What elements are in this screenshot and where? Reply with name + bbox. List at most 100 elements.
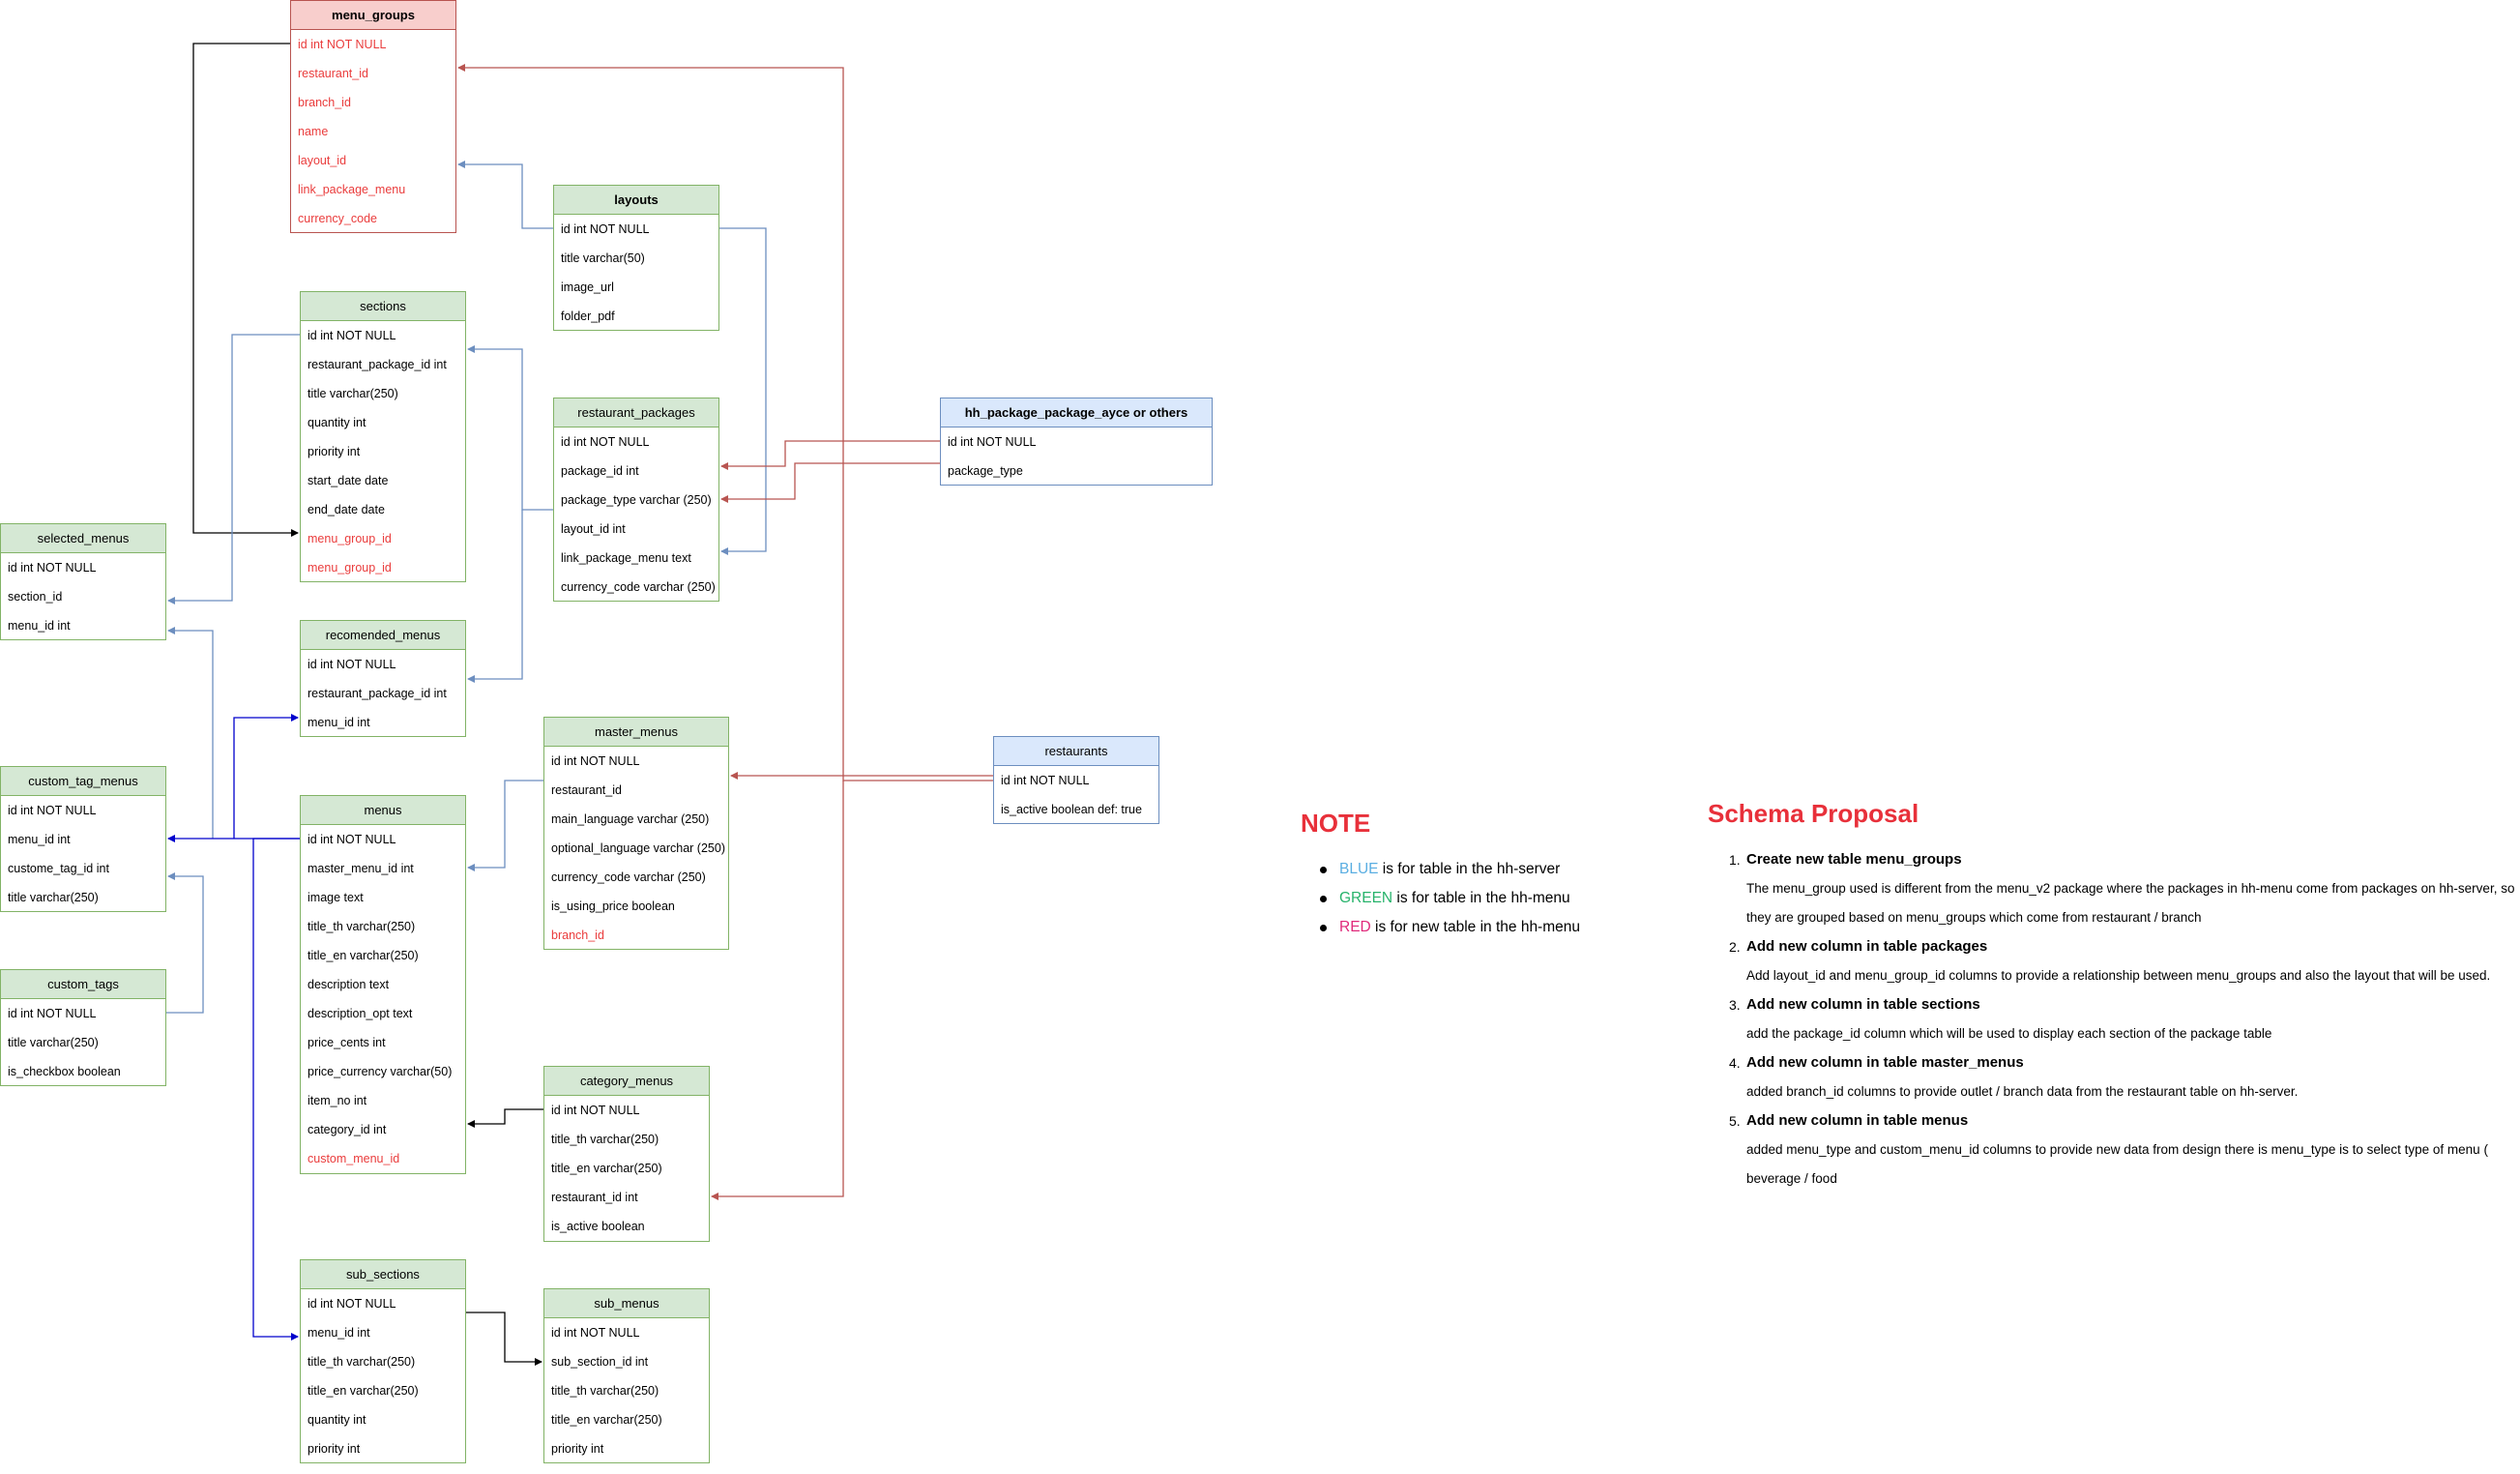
note-keyword: BLUE [1339,861,1379,877]
table-menu-groups[interactable]: menu_groups id int NOT NULL restaurant_i… [290,0,456,233]
connector-custom-tags-custom-tag-menus [166,872,204,1014]
field-row: is_using_price boolean [551,899,675,913]
field-row: master_menu_id int [308,862,414,875]
field-row: menu_id int [308,716,370,729]
field-row: main_language varchar (250) [551,812,710,826]
field-row: image text [308,891,364,904]
field-row: custom_menu_id [308,1152,400,1165]
table-restaurants[interactable]: restaurants id int NOT NULL is_active bo… [993,736,1159,824]
table-custom-tags[interactable]: custom_tags id int NOT NULL title varcha… [0,969,166,1086]
table-master-menus[interactable]: master_menus id int NOT NULL restaurant_… [543,717,729,950]
field-row: priority int [308,1442,361,1456]
table-title: menu_groups [291,1,455,30]
table-sub-menus[interactable]: sub_menus id int NOT NULL sub_section_id… [543,1288,710,1463]
field-row: name [298,125,329,138]
field-row: layout_id int [561,522,626,536]
field-row: package_type varchar (250) [561,493,712,507]
schema-item-title: Add new column in table menus [1746,1112,1969,1129]
field-row: is_checkbox boolean [8,1065,121,1078]
connector-menus-selected-menus [167,627,214,839]
field-row: folder_pdf [561,310,615,323]
field-row: category_id int [308,1123,387,1136]
field-row: title_en varchar(250) [308,1384,419,1398]
table-title: sub_menus [544,1289,709,1318]
field-row: title_en varchar(250) [308,949,419,962]
table-sections[interactable]: sections id int NOT NULL restaurant_pack… [300,291,466,582]
table-title: recomended_menus [301,621,465,650]
table-hh-package[interactable]: hh_package_package_ayce or others id int… [940,398,1213,486]
connector-sub-sections-sub-menus [466,1312,542,1366]
schema-item-desc: add the package_id column which will be … [1746,1026,2272,1041]
table-menus[interactable]: menus id int NOT NULL master_menu_id int… [300,795,466,1174]
field-row: description text [308,978,390,991]
note-item: RED is for new table in the hh-menu [1320,913,1580,942]
field-row: priority int [551,1442,604,1456]
field-row: menu_id int [8,833,71,846]
field-row: price_currency varchar(50) [308,1065,453,1078]
connector-hh-package-restaurant-packages-id [720,440,940,470]
field-row: start_date date [308,474,389,487]
field-row: menu_id int [308,1326,370,1340]
schema-item-desc: The menu_group used is different from th… [1746,881,2515,925]
schema-item-title: Create new table menu_groups [1746,851,1962,868]
table-layouts[interactable]: layouts id int NOT NULL title varchar(50… [553,185,719,331]
field-row: is_active boolean def: true [1001,803,1142,816]
note-item: GREEN is for table in the hh-menu [1320,884,1580,913]
note-text: is for new table in the hh-menu [1370,919,1580,935]
field-row: title varchar(250) [308,387,398,400]
table-custom-tag-menus[interactable]: custom_tag_menus id int NOT NULL menu_id… [0,766,166,912]
field-row: section_id [8,590,63,604]
bullet-icon [1320,925,1327,931]
field-row: id int NOT NULL [561,222,650,236]
table-title: layouts [554,186,718,215]
table-title: custom_tags [1,970,165,999]
field-row: id int NOT NULL [298,38,387,51]
connector-layouts-menu-groups [457,161,553,229]
field-row: image_url [561,280,614,294]
note-text: is for table in the hh-menu [1392,890,1570,906]
field-row: id int NOT NULL [551,1104,640,1117]
field-row: price_cents int [308,1036,386,1049]
field-row: item_no int [308,1094,367,1107]
connector-master-menus-menus [467,780,543,871]
table-title: menus [301,796,465,825]
table-sub-sections[interactable]: sub_sections id int NOT NULL menu_id int… [300,1259,466,1463]
field-row: is_active boolean [551,1220,645,1233]
table-recomended-menus[interactable]: recomended_menus id int NOT NULL restaur… [300,620,466,737]
field-row: quantity int [308,1413,366,1427]
field-row: id int NOT NULL [551,754,640,768]
field-row: title_en varchar(250) [551,1413,662,1427]
field-row: id int NOT NULL [308,329,396,342]
table-selected-menus[interactable]: selected_menus id int NOT NULL section_i… [0,523,166,640]
table-title: sections [301,292,465,321]
field-row: branch_id [551,929,604,942]
field-row: sub_section_id int [551,1355,649,1369]
connector-menus-sub-sections [252,838,300,1341]
item-number: 2. [1729,939,1741,955]
connector-menus-recomended-menus [233,714,299,839]
field-row: id int NOT NULL [561,435,650,449]
schema-item-title: Add new column in table packages [1746,938,1988,955]
connector-category-menus-menus [467,1108,543,1128]
field-row: quantity int [308,416,366,429]
schema-item-desc: added branch_id columns to provide outle… [1746,1084,2299,1099]
table-restaurant-packages[interactable]: restaurant_packages id int NOT NULL pack… [553,398,719,602]
field-row: restaurant_id [298,67,368,80]
table-title: category_menus [544,1067,709,1096]
table-category-menus[interactable]: category_menus id int NOT NULL title_th … [543,1066,710,1242]
table-title: selected_menus [1,524,165,553]
item-number: 1. [1729,852,1741,868]
field-row: title_th varchar(250) [551,1133,659,1146]
field-row: link_package_menu text [561,551,691,565]
item-number: 5. [1729,1113,1741,1129]
table-title: sub_sections [301,1260,465,1289]
table-title: custom_tag_menus [1,767,165,796]
field-row: title_th varchar(250) [308,1355,416,1369]
schema-item-title: Add new column in table sections [1746,996,1980,1013]
connector-layouts-restaurant-packages [719,227,767,555]
field-row: branch_id [298,96,351,109]
field-row: restaurant_id int [551,1191,638,1204]
